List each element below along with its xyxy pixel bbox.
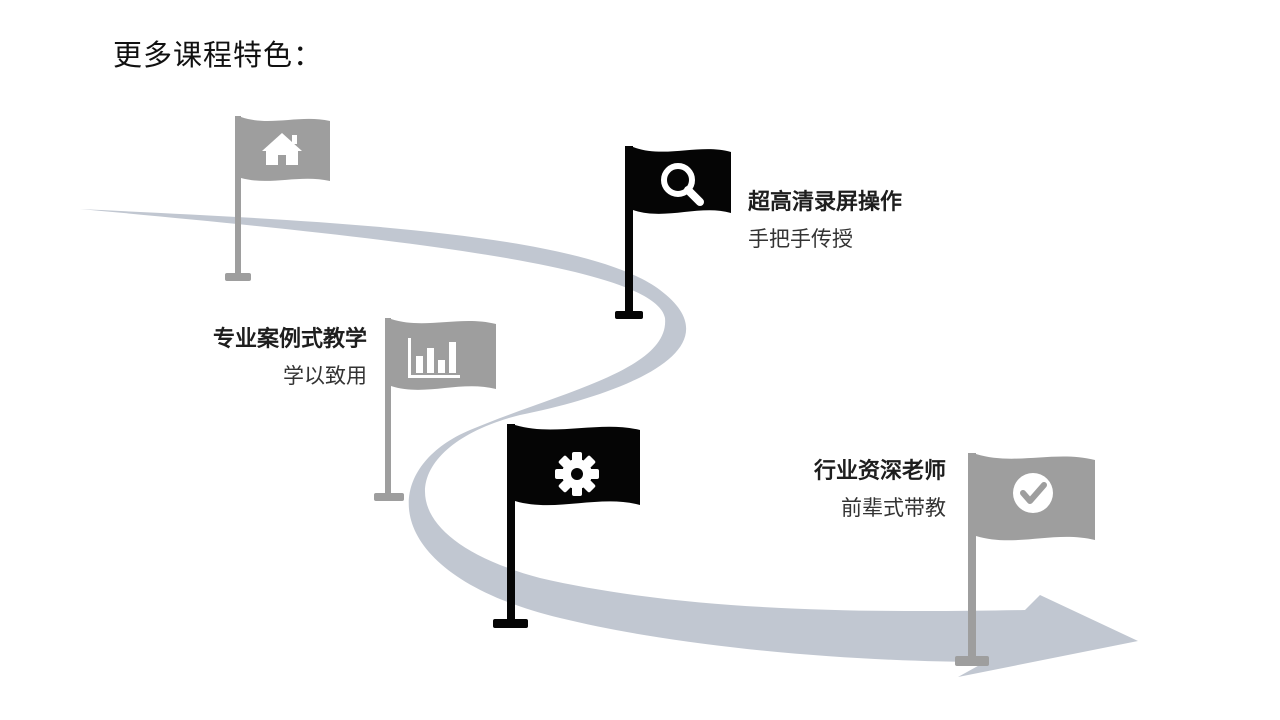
feature-subtitle: 学以致用 — [283, 364, 367, 388]
flag-search — [615, 146, 731, 319]
bar-chart-icon — [408, 338, 460, 378]
feature-case-teaching: 专业案例式教学 学以致用 — [107, 325, 367, 391]
feature-subtitle: 前辈式带教 — [841, 496, 946, 520]
road-path — [80, 209, 1138, 677]
page-title: 更多课程特色： — [113, 38, 324, 72]
flag-chart — [374, 318, 496, 501]
flag-gear — [493, 424, 640, 628]
gear-icon — [555, 452, 599, 496]
flag-home — [225, 116, 330, 281]
search-icon — [661, 163, 704, 206]
check-circle-icon — [1013, 473, 1053, 513]
feature-hd-recording: 超高清录屏操作 手把手传授 — [748, 188, 1008, 254]
feature-title: 行业资深老师 — [813, 459, 946, 484]
feature-title: 超高清录屏操作 — [748, 190, 903, 215]
flag-check — [955, 453, 1095, 666]
feature-title: 专业案例式教学 — [212, 327, 367, 352]
feature-senior-teachers: 行业资深老师 前辈式带教 — [686, 457, 946, 523]
feature-subtitle: 手把手传授 — [748, 227, 853, 251]
